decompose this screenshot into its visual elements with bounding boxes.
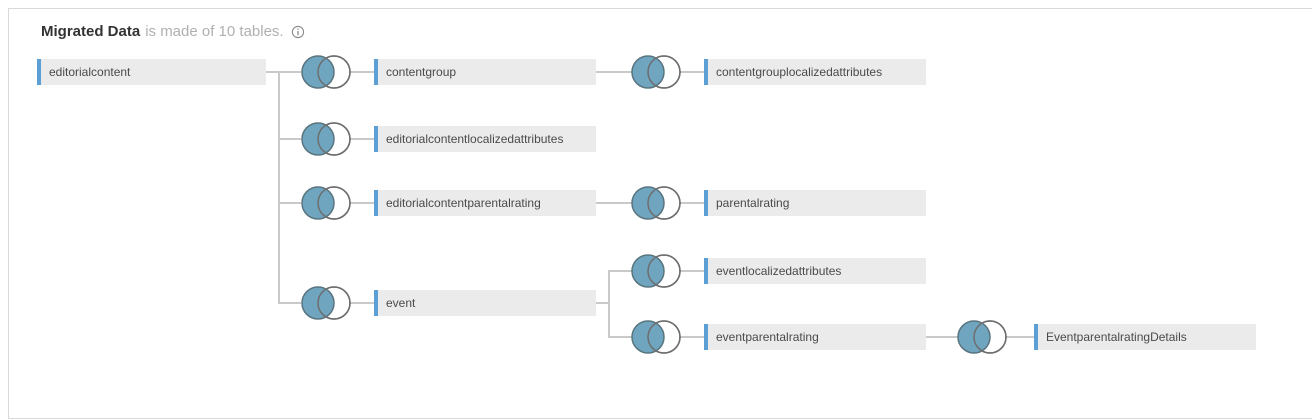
table-node-EventparentalratingDetails[interactable]: EventparentalratingDetails	[1034, 324, 1256, 350]
connector-line	[1005, 336, 1035, 338]
join-icon[interactable]	[631, 317, 681, 357]
connector-line	[679, 336, 705, 338]
table-label: editorialcontentparentalrating	[386, 196, 541, 210]
connector-line	[278, 202, 301, 204]
connector-line	[679, 270, 705, 272]
data-source-title: Migrated Data	[41, 23, 141, 40]
connector-line	[596, 202, 632, 204]
join-icon[interactable]	[301, 183, 351, 223]
connector-line	[926, 336, 958, 338]
info-icon[interactable]	[291, 25, 305, 39]
join-icon[interactable]	[301, 283, 351, 323]
connector-line	[278, 71, 301, 73]
connector-line	[266, 71, 280, 73]
connector-line	[596, 302, 610, 304]
table-label: editorialcontent	[49, 65, 131, 79]
table-node-contentgrouplocalizedattributes[interactable]: contentgrouplocalizedattributes	[704, 59, 926, 85]
table-node-event[interactable]: event	[374, 290, 596, 316]
table-label: editorialcontentlocalizedattributes	[386, 132, 564, 146]
connector-line	[349, 202, 375, 204]
connector-line	[679, 202, 705, 204]
connector-line	[679, 71, 705, 73]
connector-line	[278, 138, 301, 140]
join-icon[interactable]	[631, 251, 681, 291]
table-node-contentgroup[interactable]: contentgroup	[374, 59, 596, 85]
connector-line	[349, 138, 375, 140]
table-node-editorialcontent[interactable]: editorialcontent	[37, 59, 266, 85]
join-icon[interactable]	[301, 119, 351, 159]
connector-line	[349, 302, 375, 304]
connector-line	[596, 71, 632, 73]
data-source-header: Migrated Data is made of 10 tables.	[41, 23, 305, 40]
connector-line	[608, 270, 632, 272]
join-icon[interactable]	[301, 52, 351, 92]
table-label: eventparentalrating	[716, 330, 819, 344]
table-label: event	[386, 296, 416, 310]
connector-line	[278, 71, 280, 304]
table-node-parentalrating[interactable]: parentalrating	[704, 190, 926, 216]
table-count-text: is made of 10 tables.	[145, 23, 284, 40]
join-icon[interactable]	[957, 317, 1007, 357]
table-label: contentgroup	[386, 65, 457, 79]
table-label: EventparentalratingDetails	[1046, 330, 1187, 344]
connector-line	[349, 71, 375, 73]
table-label: eventlocalizedattributes	[716, 264, 842, 278]
data-source-canvas: Migrated Data is made of 10 tables.	[8, 8, 1312, 419]
table-node-eventlocalizedattributes[interactable]: eventlocalizedattributes	[704, 258, 926, 284]
table-node-editorialcontentlocalizedattributes[interactable]: editorialcontentlocalizedattributes	[374, 126, 596, 152]
connector-line	[608, 336, 632, 338]
table-label: parentalrating	[716, 196, 790, 210]
join-icon[interactable]	[631, 183, 681, 223]
table-node-editorialcontentparentalrating[interactable]: editorialcontentparentalrating	[374, 190, 596, 216]
table-label: contentgrouplocalizedattributes	[716, 65, 883, 79]
connector-line	[608, 270, 610, 338]
connector-line	[278, 302, 301, 304]
join-icon[interactable]	[631, 52, 681, 92]
table-node-eventparentalrating[interactable]: eventparentalrating	[704, 324, 926, 350]
